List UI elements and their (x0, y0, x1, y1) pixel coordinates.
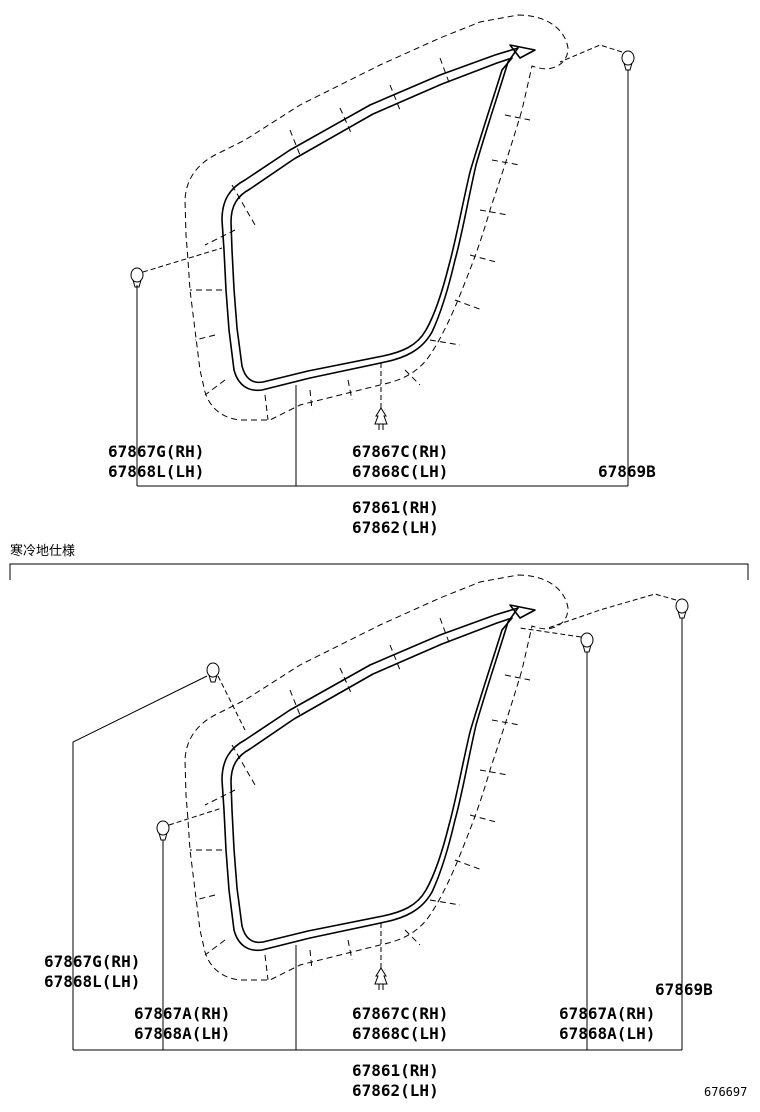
cold-spec-bracket (9, 563, 749, 580)
top-clip-bottom-icon (374, 407, 388, 431)
cold-label-weatherstrip-rh[interactable]: 67861(RH) (352, 1061, 439, 1080)
cold-label-weatherstrip-lh[interactable]: 67862(LH) (352, 1081, 439, 1100)
top-door-weatherstrip-view: 67867G(RH) 67868L(LH) 67867C(RH) 67868C(… (108, 14, 656, 537)
top-clip-left-dashed-leader (142, 247, 223, 273)
top-label-clip-bottom-rh[interactable]: 67867C(RH) (352, 442, 448, 461)
top-label-clip-bottom-lh[interactable]: 67868C(LH) (352, 462, 448, 481)
top-clip-left-icon (130, 267, 144, 288)
cold-clip-g-dashed-leader (217, 675, 246, 731)
top-door-outline (184, 14, 569, 421)
cold-clip-a-left-dashed-leader (168, 807, 223, 826)
top-label-clip-left-rh[interactable]: 67867G(RH) (108, 442, 204, 461)
cold-clip-g-icon (206, 662, 220, 683)
cold-label-clip-a-left-lh[interactable]: 67868A(LH) (134, 1024, 230, 1043)
top-label-clip-left-lh[interactable]: 67868L(LH) (108, 462, 204, 481)
cold-spec-door-weatherstrip-view: 67867G(RH) 67868L(LH) 67867A(RH) 67868A(… (44, 574, 713, 1100)
cold-label-clip-a-right-lh[interactable]: 67868A(LH) (559, 1024, 655, 1043)
cold-label-clip-right[interactable]: 67869B (655, 980, 713, 999)
top-label-weatherstrip-lh[interactable]: 67862(LH) (352, 518, 439, 537)
diagram-id: 676697 (704, 1085, 747, 1099)
top-label-clip-right[interactable]: 67869B (598, 462, 656, 481)
top-clip-right-dashed-leader (559, 44, 623, 63)
cold-label-clip-bottom-lh[interactable]: 67868C(LH) (352, 1024, 448, 1043)
cold-clip-right-icon (675, 598, 689, 619)
cold-clip-a-right-dashed-leader (519, 627, 582, 638)
cold-label-clip-g-rh[interactable]: 67867G(RH) (44, 952, 140, 971)
cold-spec-title: 寒冷地仕様 (10, 543, 75, 559)
top-clip-right-icon (621, 50, 635, 71)
cold-clip-g-leader (72, 675, 208, 1050)
cold-clip-bottom-icon (374, 967, 388, 991)
cold-clip-a-right-icon (580, 632, 594, 653)
top-label-weatherstrip-rh[interactable]: 67861(RH) (352, 498, 439, 517)
cold-clip-a-left-icon (156, 820, 170, 841)
cold-label-clip-bottom-rh[interactable]: 67867C(RH) (352, 1004, 448, 1023)
cold-label-clip-a-left-rh[interactable]: 67867A(RH) (134, 1004, 230, 1023)
cold-label-clip-g-lh[interactable]: 67868L(LH) (44, 972, 140, 991)
cold-label-clip-a-right-rh[interactable]: 67867A(RH) (559, 1004, 655, 1023)
cold-clip-right-dashed-leader (547, 593, 677, 629)
cold-door-outline (184, 574, 569, 981)
